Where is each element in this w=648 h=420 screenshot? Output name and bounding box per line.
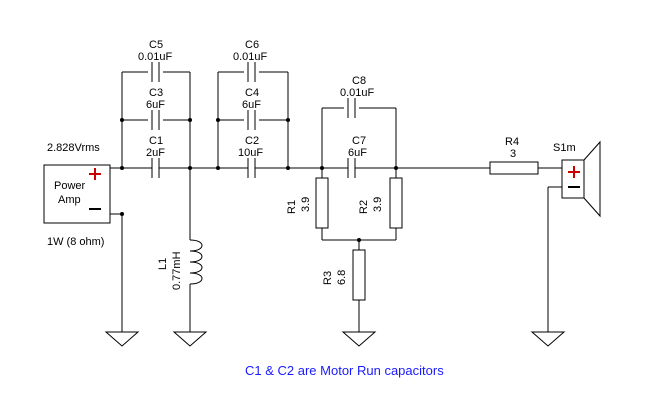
svg-text:R2: R2 <box>358 200 370 214</box>
ground-icon-speaker <box>530 331 566 347</box>
capacitor-c2: C2 10uF <box>238 135 263 178</box>
svg-text:R4: R4 <box>505 136 519 148</box>
power-amp-name-line1: Power <box>54 180 86 192</box>
svg-text:C7: C7 <box>352 135 366 147</box>
source-rating-label: 1W (8 ohm) <box>47 236 104 248</box>
source-voltage-label: 2.828Vrms <box>47 142 100 154</box>
speaker-s1m: S1m <box>553 140 601 218</box>
svg-text:C5: C5 <box>149 39 163 51</box>
svg-text:3: 3 <box>510 148 516 160</box>
power-amp-name-line2: Amp <box>58 194 81 206</box>
inductor-l1: L1 0.77mH <box>157 239 203 290</box>
svg-text:0.01uF: 0.01uF <box>138 51 173 63</box>
resistor-r1: R1 3.9 <box>286 177 329 229</box>
resistor-r3: R3 6.8 <box>322 249 366 301</box>
svg-text:0.01uF: 0.01uF <box>340 87 375 99</box>
capacitor-c1: C1 2uF <box>146 135 165 178</box>
svg-text:R3: R3 <box>322 271 334 285</box>
resistor-r2: R2 3.9 <box>358 177 403 229</box>
junction-dots <box>120 118 398 242</box>
svg-text:C8: C8 <box>352 75 366 87</box>
svg-text:C1: C1 <box>149 135 163 147</box>
svg-text:R1: R1 <box>286 200 298 214</box>
capacitor-c7: C7 6uF <box>344 135 367 178</box>
svg-text:6uF: 6uF <box>348 147 367 159</box>
svg-text:10uF: 10uF <box>238 147 263 159</box>
svg-text:C2: C2 <box>245 135 259 147</box>
svg-text:6.8: 6.8 <box>336 270 348 285</box>
svg-text:C3: C3 <box>149 87 163 99</box>
svg-text:0.01uF: 0.01uF <box>233 51 268 63</box>
ground-icon-inductor <box>172 331 208 347</box>
svg-text:S1m: S1m <box>553 142 576 154</box>
svg-text:6uF: 6uF <box>146 99 165 111</box>
capacitor-c3: C3 6uF <box>146 87 165 130</box>
capacitor-c5: C5 0.01uF <box>138 39 173 82</box>
svg-text:C6: C6 <box>245 39 259 51</box>
svg-text:3.9: 3.9 <box>300 197 312 212</box>
wires <box>110 71 562 332</box>
svg-text:0.77mH: 0.77mH <box>171 251 183 290</box>
svg-text:C4: C4 <box>245 87 259 99</box>
resistor-r4: R4 3 <box>489 136 539 175</box>
capacitor-c4: C4 6uF <box>242 87 261 130</box>
power-amp-source: Power Amp 2.828Vrms 1W (8 ohm) <box>43 142 111 248</box>
svg-text:L1: L1 <box>157 258 169 270</box>
motor-run-note: C1 & C2 are Motor Run capacitors <box>245 363 444 378</box>
ground-symbols <box>104 331 566 347</box>
ground-icon-lpad <box>341 331 377 347</box>
svg-text:6uF: 6uF <box>242 99 261 111</box>
ground-icon-amp <box>104 331 140 347</box>
capacitor-c6: C6 0.01uF <box>233 39 268 82</box>
svg-text:2uF: 2uF <box>146 147 165 159</box>
svg-text:3.9: 3.9 <box>372 197 384 212</box>
capacitor-c8: C8 0.01uF <box>340 75 375 118</box>
